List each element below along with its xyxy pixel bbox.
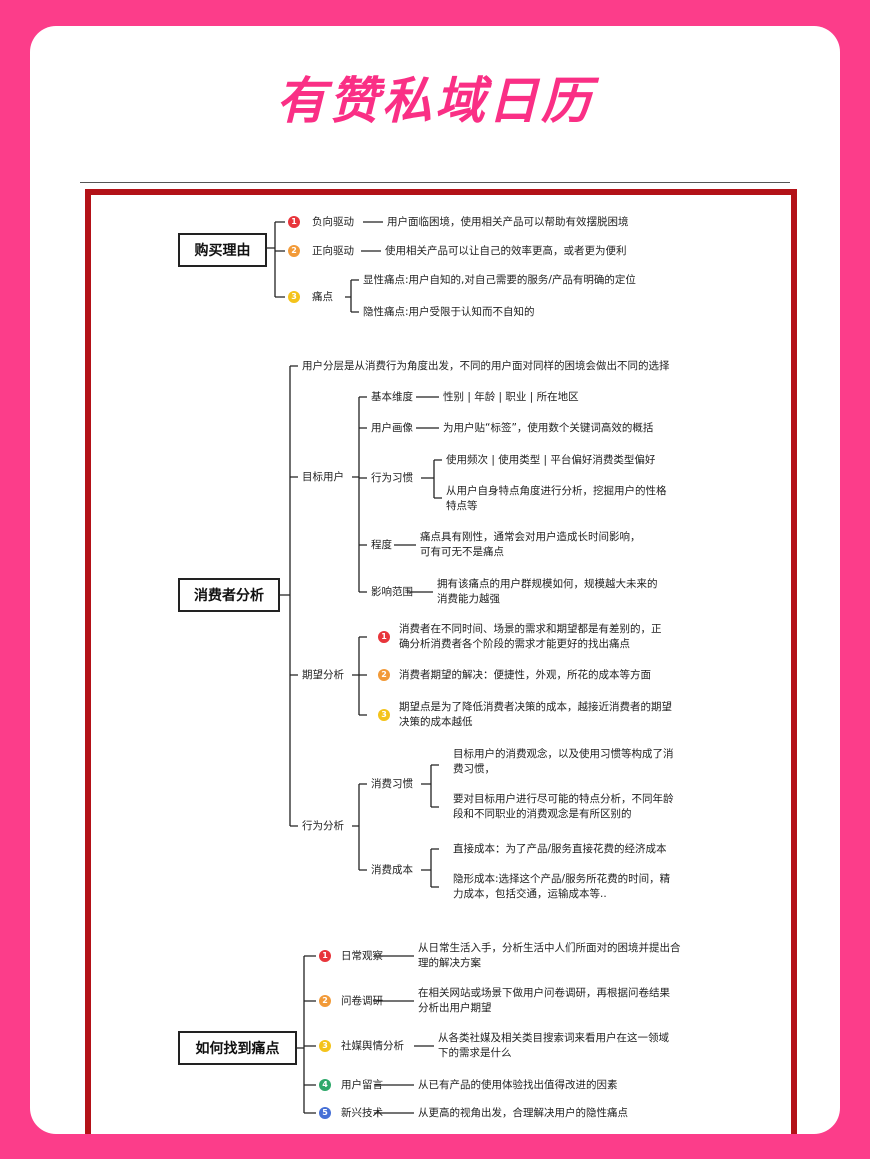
branch-consumption-cost: 消费成本 [371, 864, 413, 876]
branch-positive-drive: 正向驱动 [312, 245, 354, 257]
branch-target-user: 目标用户 [302, 471, 344, 483]
survey-research-line2: 分析出用户期望 [418, 1002, 492, 1014]
scope-desc-line1: 拥有该痛点的用户群规模如何，规模越大未来的 [437, 578, 658, 590]
daily-observation-line1: 从日常生活入手，分析生活中人们所面对的困境并提出合 [418, 942, 681, 954]
branch-behavior-habit: 行为习惯 [371, 472, 413, 484]
node-buy-reason: 购买理由 [178, 233, 267, 267]
social-media-line1: 从各类社媒及相关类目搜索词来看用户在这一领域 [438, 1032, 669, 1044]
branch-expectation: 期望分析 [302, 669, 344, 681]
mindmap-frame: 购买理由 1 负向驱动 用户面临困境，使用相关产品可以帮助有效摆脱困境 2 正向… [85, 189, 797, 1134]
expectation-item3-line1: 期望点是为了降低消费者决策的成本，越接近消费者的期望 [399, 701, 672, 713]
number-badge-2: 2 [319, 995, 331, 1007]
number-badge-1: 1 [288, 216, 300, 228]
expectation-item1-line1: 消费者在不同时间、场景的需求和期望都是有差别的，正 [399, 623, 662, 635]
number-badge-1: 1 [319, 950, 331, 962]
branch-degree: 程度 [371, 539, 392, 551]
number-badge-2: 2 [378, 669, 390, 681]
number-badge-4: 4 [319, 1079, 331, 1091]
positive-drive-desc: 使用相关产品可以让自己的效率更高，或者更为便利 [385, 245, 627, 257]
degree-desc-line1: 痛点具有刚性，通常会对用户造成长时间影响， [420, 531, 641, 543]
number-badge-2: 2 [288, 245, 300, 257]
branch-negative-drive: 负向驱动 [312, 216, 354, 228]
degree-desc-line2: 可有可无不是痛点 [420, 546, 504, 558]
implicit-pain-point: 隐性痛点:用户受限于认知而不自知的 [363, 306, 535, 318]
page-title: 有赞私域日历 [276, 72, 594, 130]
user-messages-desc: 从已有产品的使用体验找出值得改进的因素 [418, 1079, 618, 1091]
emerging-tech-desc: 从更高的视角出发，合理解决用户的隐性痛点 [418, 1107, 628, 1119]
habit-frequency: 使用频次 | 使用类型 | 平台偏好消费类型偏好 [446, 454, 656, 466]
habit-analysis-line1: 从用户自身特点角度进行分析，挖掘用户的性格 [446, 485, 667, 497]
branch-user-portrait: 用户画像 [371, 422, 413, 434]
daily-observation-line2: 理的解决方案 [418, 957, 481, 969]
scope-desc-line2: 消费能力越强 [437, 593, 500, 605]
cost-direct: 直接成本：为了产品/服务直接花费的经济成本 [453, 843, 667, 855]
number-badge-3: 3 [378, 709, 390, 721]
cost-hidden-line1: 隐形成本:选择这个产品/服务所花费的时间，精 [453, 873, 671, 885]
cost-hidden-line2: 力成本，包括交通，运输成本等.. [453, 888, 607, 900]
connector-lines [267, 221, 442, 1114]
branch-survey-research: 问卷调研 [341, 995, 383, 1007]
negative-drive-desc: 用户面临困境，使用相关产品可以帮助有效摆脱困境 [387, 216, 629, 228]
consumption-habit-1-line2: 费习惯， [453, 763, 495, 775]
divider [80, 182, 790, 183]
user-portrait-desc: 为用户贴“标签”，使用数个关键词高效的概括 [443, 422, 654, 434]
branch-user-messages: 用户留言 [341, 1079, 383, 1091]
node-find-pain-point: 如何找到痛点 [178, 1031, 297, 1065]
branch-consumption-habit: 消费习惯 [371, 778, 413, 790]
survey-research-line1: 在相关网站或场景下做用户问卷调研，再根据问卷结果 [418, 987, 670, 999]
number-badge-5: 5 [319, 1107, 331, 1119]
branch-social-media-analysis: 社媒舆情分析 [341, 1040, 404, 1052]
poster-card: 有赞私域日历 [30, 26, 840, 1134]
node-consumer-analysis: 消费者分析 [178, 578, 280, 612]
consumption-habit-2-line2: 段和不同职业的消费观念是有所区别的 [453, 808, 632, 820]
expectation-item1-line2: 确分析消费者各个阶段的需求才能更好的找出痛点 [399, 638, 630, 650]
user-segmentation-intro: 用户分层是从消费行为角度出发，不同的用户面对同样的困境会做出不同的选择 [302, 360, 670, 372]
number-badge-3: 3 [288, 291, 300, 303]
branch-influence-scope: 影响范围 [371, 586, 413, 598]
branch-emerging-tech: 新兴技术 [341, 1107, 383, 1119]
branch-pain-point: 痛点 [312, 291, 333, 303]
consumption-habit-2-line1: 要对目标用户进行尽可能的特点分析，不同年龄 [453, 793, 674, 805]
number-badge-1: 1 [378, 631, 390, 643]
basic-dimension-desc: 性别 | 年龄 | 职业 | 所在地区 [443, 391, 579, 403]
habit-analysis-line2: 特点等 [446, 500, 478, 512]
branch-behavior-analysis: 行为分析 [302, 820, 344, 832]
explicit-pain-point: 显性痛点:用户自知的,对自己需要的服务/产品有明确的定位 [363, 274, 636, 286]
expectation-item3-line2: 决策的成本越低 [399, 716, 473, 728]
expectation-item2: 消费者期望的解决：便捷性，外观，所花的成本等方面 [399, 669, 651, 681]
branch-daily-observation: 日常观察 [341, 950, 383, 962]
number-badge-3: 3 [319, 1040, 331, 1052]
consumption-habit-1-line1: 目标用户的消费观念，以及使用习惯等构成了消 [453, 748, 674, 760]
social-media-line2: 下的需求是什么 [438, 1047, 512, 1059]
branch-basic-dimension: 基本维度 [371, 391, 413, 403]
